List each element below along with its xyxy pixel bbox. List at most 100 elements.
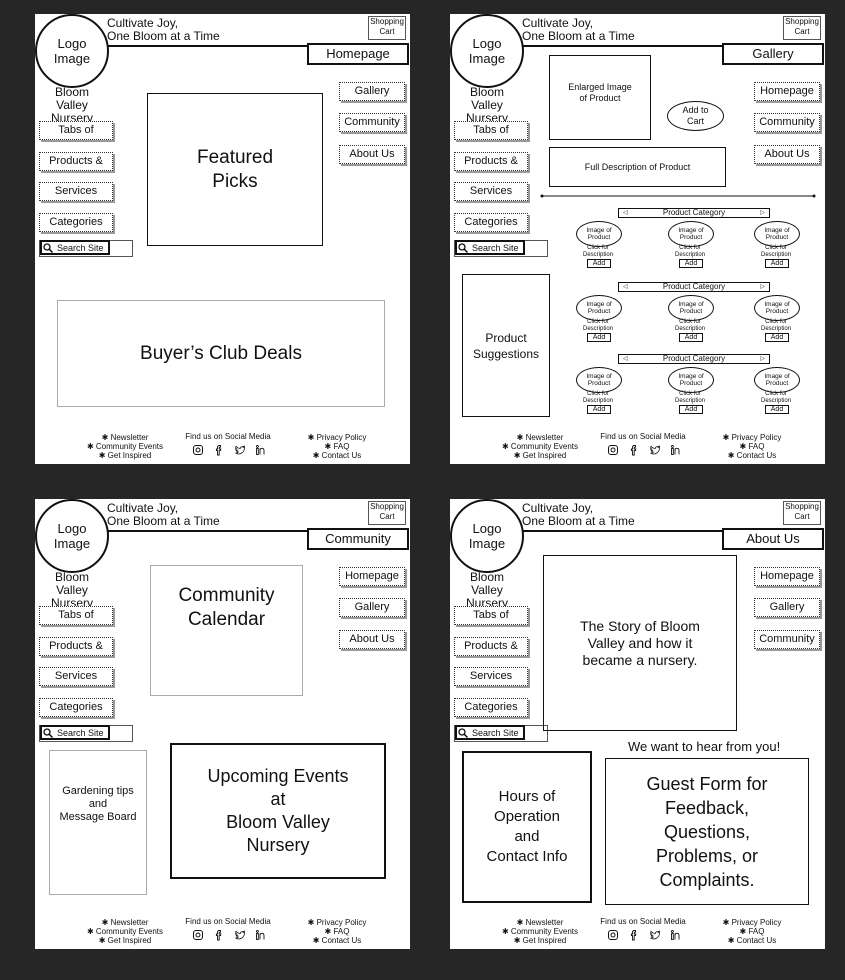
product-image[interactable]: Image of Product: [754, 367, 800, 393]
nav-homepage[interactable]: Homepage: [754, 82, 820, 101]
nav-community[interactable]: Community: [754, 630, 820, 649]
tab-3[interactable]: Services: [454, 667, 528, 686]
logo-image[interactable]: Logo Image: [450, 14, 524, 88]
footer-link-community-events[interactable]: ✱ Community Events: [501, 442, 579, 451]
linkedin-icon[interactable]: [255, 444, 267, 456]
footer-link-newsletter[interactable]: ✱ Newsletter: [516, 918, 564, 927]
add-button[interactable]: Add: [587, 259, 611, 268]
footer-link-contact-us[interactable]: ✱ Contact Us: [312, 936, 362, 945]
nav-homepage[interactable]: Homepage: [339, 567, 405, 586]
add-button[interactable]: Add: [765, 333, 789, 342]
chevron-left-icon[interactable]: ◁: [623, 356, 628, 362]
add-button[interactable]: Add: [679, 405, 703, 414]
click-for-description-link[interactable]: Click for Description: [674, 391, 705, 404]
nav-community[interactable]: Community: [339, 113, 405, 132]
nav-gallery[interactable]: Gallery: [339, 598, 405, 617]
search-input[interactable]: Search Site: [39, 725, 133, 742]
footer-link-get-inspired[interactable]: ✱ Get Inspired: [513, 451, 567, 460]
search-input[interactable]: Search Site: [454, 725, 548, 742]
chevron-right-icon[interactable]: ▷: [760, 210, 765, 216]
footer-link-privacy-policy[interactable]: ✱ Privacy Policy: [722, 433, 782, 442]
search-input[interactable]: Search Site: [39, 240, 133, 257]
footer-link-privacy-policy[interactable]: ✱ Privacy Policy: [307, 918, 367, 927]
add-button[interactable]: Add: [765, 405, 789, 414]
product-image[interactable]: Image of Product: [668, 221, 714, 247]
footer-link-get-inspired[interactable]: ✱ Get Inspired: [513, 936, 567, 945]
footer-link-contact-us[interactable]: ✱ Contact Us: [727, 451, 777, 460]
chevron-left-icon[interactable]: ◁: [623, 284, 628, 290]
shopping-cart-button[interactable]: Shopping Cart: [783, 501, 821, 525]
product-category-bar[interactable]: ◁Product Category▷: [618, 354, 770, 364]
footer-link-contact-us[interactable]: ✱ Contact Us: [312, 451, 362, 460]
click-for-description-link[interactable]: Click for Description: [674, 245, 705, 258]
facebook-icon[interactable]: [213, 929, 225, 941]
tab-1[interactable]: Tabs of: [454, 121, 528, 140]
product-category-bar[interactable]: ◁Product Category▷: [618, 282, 770, 292]
footer-link-get-inspired[interactable]: ✱ Get Inspired: [98, 936, 152, 945]
logo-image[interactable]: Logo Image: [450, 499, 524, 573]
add-button[interactable]: Add: [679, 333, 703, 342]
footer-link-community-events[interactable]: ✱ Community Events: [86, 927, 164, 936]
product-image[interactable]: Image of Product: [754, 221, 800, 247]
nav-about-us[interactable]: About Us: [754, 145, 820, 164]
instagram-icon[interactable]: [607, 929, 619, 941]
logo-image[interactable]: Logo Image: [35, 14, 109, 88]
facebook-icon[interactable]: [213, 444, 225, 456]
product-image[interactable]: Image of Product: [576, 221, 622, 247]
footer-link-faq[interactable]: ✱ FAQ: [739, 442, 765, 451]
facebook-icon[interactable]: [628, 929, 640, 941]
click-for-description-link[interactable]: Click for Description: [582, 245, 613, 258]
linkedin-icon[interactable]: [670, 444, 682, 456]
product-image[interactable]: Image of Product: [668, 295, 714, 321]
footer-link-get-inspired[interactable]: ✱ Get Inspired: [98, 451, 152, 460]
nav-about-us[interactable]: About Us: [339, 145, 405, 164]
click-for-description-link[interactable]: Click for Description: [582, 391, 613, 404]
nav-about-us[interactable]: About Us: [339, 630, 405, 649]
tab-4[interactable]: Categories: [39, 698, 113, 717]
tab-4[interactable]: Categories: [39, 213, 113, 232]
instagram-icon[interactable]: [192, 444, 204, 456]
footer-link-community-events[interactable]: ✱ Community Events: [86, 442, 164, 451]
tab-1[interactable]: Tabs of: [39, 121, 113, 140]
linkedin-icon[interactable]: [670, 929, 682, 941]
tab-3[interactable]: Services: [39, 667, 113, 686]
community-calendar[interactable]: Community Calendar: [150, 565, 303, 696]
facebook-icon[interactable]: [628, 444, 640, 456]
shopping-cart-button[interactable]: Shopping Cart: [368, 16, 406, 40]
shopping-cart-button[interactable]: Shopping Cart: [368, 501, 406, 525]
footer-link-newsletter[interactable]: ✱ Newsletter: [101, 433, 149, 442]
click-for-description-link[interactable]: Click for Description: [760, 245, 791, 258]
add-button[interactable]: Add: [765, 259, 789, 268]
chevron-right-icon[interactable]: ▷: [760, 284, 765, 290]
twitter-icon[interactable]: [234, 444, 246, 456]
product-image[interactable]: Image of Product: [754, 295, 800, 321]
upcoming-events[interactable]: Upcoming Events at Bloom Valley Nursery: [170, 743, 386, 879]
product-category-bar[interactable]: ◁Product Category▷: [618, 208, 770, 218]
guest-feedback-form[interactable]: Guest Form for Feedback, Questions, Prob…: [605, 758, 809, 905]
tab-2[interactable]: Products &: [454, 637, 528, 656]
product-image[interactable]: Image of Product: [576, 295, 622, 321]
click-for-description-link[interactable]: Click for Description: [674, 319, 705, 332]
gardening-tips-board[interactable]: Gardening tips and Message Board: [49, 750, 147, 895]
add-to-cart-button[interactable]: Add to Cart: [667, 101, 724, 131]
hours-contact-info[interactable]: Hours of Operation and Contact Info: [462, 751, 592, 903]
tab-3[interactable]: Services: [454, 182, 528, 201]
click-for-description-link[interactable]: Click for Description: [760, 319, 791, 332]
tab-2[interactable]: Products &: [39, 637, 113, 656]
twitter-icon[interactable]: [649, 929, 661, 941]
tab-3[interactable]: Services: [39, 182, 113, 201]
instagram-icon[interactable]: [192, 929, 204, 941]
nav-gallery[interactable]: Gallery: [754, 598, 820, 617]
tab-4[interactable]: Categories: [454, 698, 528, 717]
footer-link-contact-us[interactable]: ✱ Contact Us: [727, 936, 777, 945]
add-button[interactable]: Add: [679, 259, 703, 268]
instagram-icon[interactable]: [607, 444, 619, 456]
product-image[interactable]: Image of Product: [668, 367, 714, 393]
add-button[interactable]: Add: [587, 333, 611, 342]
chevron-left-icon[interactable]: ◁: [623, 210, 628, 216]
footer-link-privacy-policy[interactable]: ✱ Privacy Policy: [307, 433, 367, 442]
footer-link-newsletter[interactable]: ✱ Newsletter: [101, 918, 149, 927]
search-input[interactable]: Search Site: [454, 240, 548, 257]
logo-image[interactable]: Logo Image: [35, 499, 109, 573]
chevron-right-icon[interactable]: ▷: [760, 356, 765, 362]
